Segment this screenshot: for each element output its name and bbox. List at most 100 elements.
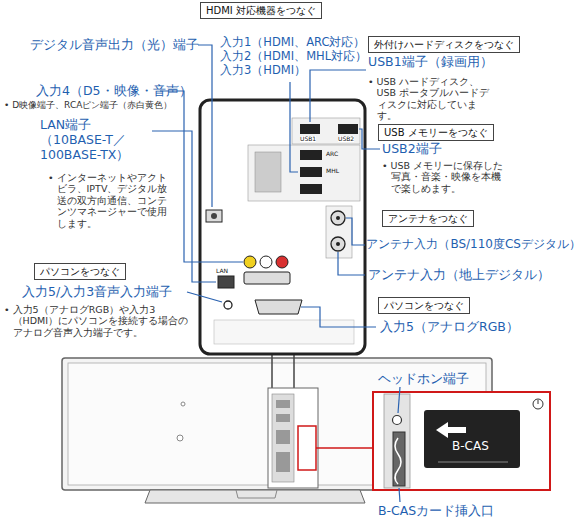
zoom-box-part: [393, 416, 402, 425]
box-text: USB メモリーをつなぐ: [384, 127, 488, 138]
rear-panel-part: [255, 300, 302, 314]
note: • 入力5（アナログRGB）や入力3（HDMI）にパソコンを接続する場合のアナロ…: [4, 304, 191, 338]
leader-line-part: [160, 91, 243, 262]
terminal-mark: MHL: [326, 168, 339, 174]
zoom-box-part: [533, 399, 543, 409]
rear-panel: [200, 100, 365, 354]
terminal-mark: USB1: [300, 136, 316, 142]
tv-terminal-area-part: [276, 430, 290, 444]
rear-panel-part: [248, 145, 360, 201]
port-label: アンテナ入力（BS/110度CSデジタル）: [366, 237, 581, 251]
tv-terminal-area-part: [276, 414, 290, 422]
rear-panel-part: [331, 211, 345, 225]
rear-panel-part: [244, 272, 290, 284]
port-label: B-CASカード挿入口: [378, 503, 494, 518]
tv-body-part: [181, 402, 185, 406]
rear-panel-part: [276, 256, 288, 268]
box-text: パソコンをつなぐ: [40, 266, 120, 277]
note: • インターネットやアクトビラ、IPTV、デジタル放送の双方向通信、コンテンツマ…: [48, 172, 173, 229]
card-text: B-CAS: [452, 439, 489, 453]
rear-panel-part: [300, 124, 320, 134]
zoom-box-part: [384, 394, 410, 488]
port-label: ヘッドホン端子: [378, 371, 469, 386]
leader-line-part: [359, 129, 380, 149]
rear-panel-part: [260, 256, 272, 268]
tv-terminal-area-part: [268, 388, 318, 488]
box-text: 外付けハードディスクをつなぐ: [374, 39, 514, 50]
rear-panel-part: [326, 206, 352, 258]
bcas-card: [424, 410, 520, 468]
rear-panel-part: [211, 213, 217, 219]
rear-panel-part: [336, 216, 340, 220]
box-text: HDMI 対応機器をつなぐ: [206, 5, 316, 16]
callout-box: 外付けハードディスクをつなぐ: [368, 36, 520, 53]
rear-panel-part: [214, 320, 354, 344]
port-label: 入力5（アナログRGB）: [380, 319, 519, 334]
leader-line-part: [290, 82, 298, 172]
rear-panel-part: [300, 167, 322, 177]
rear-panel-part: [244, 256, 256, 268]
tv-body-part: [145, 490, 365, 503]
bcas-card-part: [424, 410, 520, 468]
rear-panel-part: [218, 276, 234, 288]
tv-terminal-area-part: [276, 400, 290, 408]
rear-panel-part: [292, 118, 360, 144]
callout-box: USB メモリーをつなぐ: [378, 124, 494, 141]
rear-panel-part: [224, 301, 232, 309]
callout-box: パソコンをつなぐ: [378, 297, 470, 314]
leader-line-part: [398, 387, 400, 413]
port-label: 入力1（HDMI、ARC対応）: [220, 36, 365, 50]
rear-panel-part: [338, 124, 358, 134]
leader-line-part: [310, 70, 366, 122]
rear-panel-part: [336, 242, 340, 246]
terminal-mark: USB2: [338, 136, 354, 142]
box-text: パソコンをつなぐ: [384, 300, 464, 311]
tv-terminal-area: [268, 388, 373, 488]
leader-line-part: [301, 307, 376, 327]
terminal-mark: ARC: [326, 151, 338, 157]
leader-line: [152, 45, 400, 502]
leader-line-part: [198, 45, 212, 207]
rear-panel-part: [300, 184, 322, 194]
port-label: デジタル音声出力（光）端子: [30, 37, 199, 52]
zoom-box-part: [395, 438, 401, 484]
zoom-box-part: [538, 400, 539, 404]
rear-panel-part: [255, 152, 281, 192]
leader-line-part: [338, 252, 365, 275]
leader-line-part: [187, 292, 222, 302]
note: • D映像端子、RCAピン端子（赤白黄色）: [4, 100, 184, 111]
note: • USB ハードディスク、USB ポータブルハードディスクに対応しています。: [368, 76, 493, 122]
port-label: USB1端子（録画用）: [368, 54, 493, 69]
callout-box: アンテナをつなぐ: [382, 210, 474, 227]
port-label: LAN端子 （10BASE-T／ 100BASE-TX）: [40, 117, 152, 162]
bcas-card-part: [436, 422, 466, 438]
callout-neck-part: [293, 354, 295, 390]
rear-panel-part: [206, 210, 222, 222]
callout-box: パソコンをつなぐ: [34, 263, 126, 280]
rear-panel-part: [331, 237, 345, 251]
rear-panel-part: [300, 150, 322, 160]
note: • USB メモリーに保存した写真・音楽・映像を本機で楽しめます。: [382, 160, 509, 194]
terminal-mark: LAN: [216, 268, 228, 274]
leader-line-part: [399, 488, 400, 502]
port-label: アンテナ入力（地上デジタル）: [368, 267, 550, 282]
port-label: 入力5/入力3音声入力端子: [22, 284, 172, 299]
leader-line-part: [346, 218, 365, 245]
zoom-box-part: [373, 392, 550, 490]
tv-body-part: [177, 435, 183, 441]
zoom-box: [373, 392, 550, 490]
port-label: USB2端子: [382, 141, 442, 156]
callout-neck: [272, 354, 294, 390]
zoom-box-part: [393, 432, 405, 486]
port-label: 入力2（HDMI、MHL対応）: [220, 50, 367, 64]
tv-terminal-area-part: [316, 447, 373, 449]
tv-terminal-area-part: [276, 452, 290, 472]
bcas-card-part: [438, 462, 508, 463]
port-label: 入力3（HDMI）: [220, 64, 306, 78]
rear-panel-part: [200, 100, 365, 354]
tv-terminal-area-part: [272, 394, 294, 482]
port-label: 入力4（D5・映像・音声）: [36, 83, 192, 98]
tv-terminal-area-part: [298, 426, 316, 470]
callout-neck-part: [271, 354, 273, 390]
